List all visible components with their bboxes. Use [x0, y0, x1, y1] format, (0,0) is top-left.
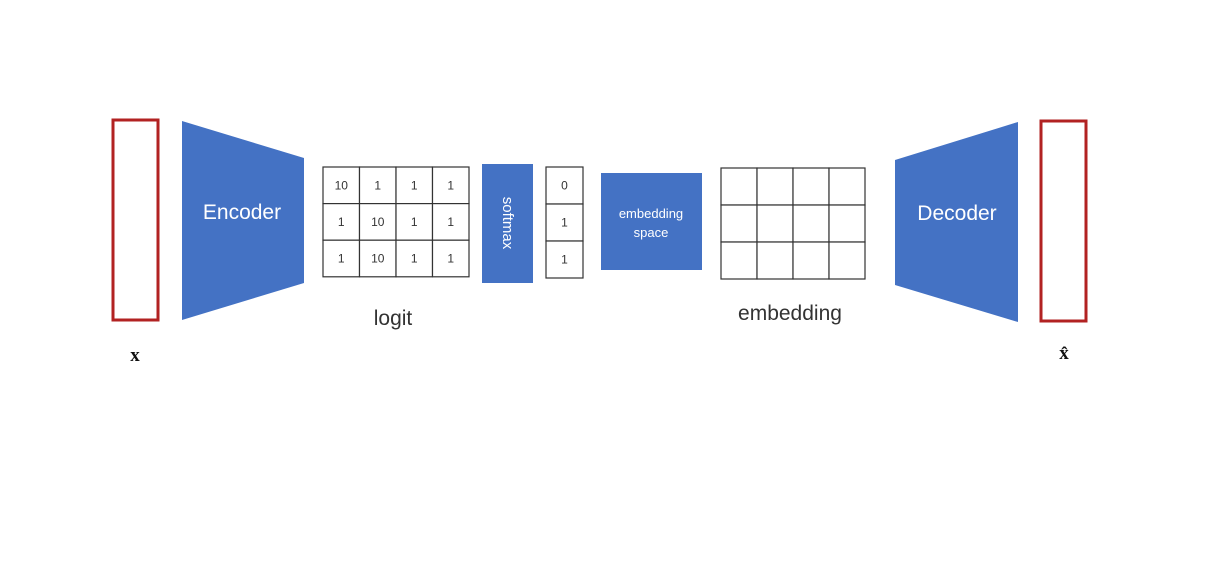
logit-cell [395, 239, 434, 278]
softmax-label: softmax [499, 197, 516, 250]
softmax-block [482, 164, 533, 283]
embedding-caption: embedding [738, 302, 842, 325]
logit-cell [431, 203, 470, 241]
embedding-cell [720, 167, 758, 206]
logit-cell-value: 1 [338, 215, 345, 229]
logit-cell-value: 10 [371, 252, 385, 266]
index-column: 0 1 1 [545, 166, 584, 279]
index-cell [545, 203, 584, 242]
index-cell-value: 1 [561, 216, 568, 230]
embedding-cell [792, 204, 830, 243]
output-label: x̂ [1059, 343, 1069, 364]
embedding-cell [792, 241, 830, 280]
logit-cell-value: 10 [371, 215, 385, 229]
embedding-cell [828, 241, 866, 280]
logit-cell [395, 203, 434, 241]
logit-cell [431, 239, 470, 278]
embedding-cell [828, 204, 866, 243]
embedding-cell [792, 167, 830, 206]
embedding-cell [756, 204, 794, 243]
logit-cell [322, 239, 361, 278]
logit-cell-value: 1 [374, 178, 381, 192]
encoder-block [182, 121, 304, 320]
logit-cell-value: 1 [447, 215, 454, 229]
embedding-cell [756, 167, 794, 206]
logit-cell-value: 1 [411, 178, 418, 192]
index-cell [545, 240, 584, 279]
logit-cell [431, 166, 470, 205]
logit-grid: 10 1 1 1 1 10 1 1 1 10 1 1 [322, 166, 470, 278]
input-label: x [130, 345, 140, 366]
embedding-grid [720, 167, 866, 280]
logit-cell-value: 10 [335, 178, 349, 192]
embedding-cell [756, 241, 794, 280]
logit-caption: logit [374, 307, 413, 330]
embedding-cell [720, 241, 758, 280]
logit-cell-value: 1 [338, 252, 345, 266]
embedding-space-label-line1: embedding [619, 206, 683, 221]
logit-cell-value: 1 [411, 252, 418, 266]
decoder-label: Decoder [917, 202, 996, 225]
logit-cell [358, 239, 397, 278]
encoder-label: Encoder [203, 201, 281, 224]
index-cell-value: 1 [561, 253, 568, 267]
input-box [111, 118, 160, 322]
embedding-cell [828, 167, 866, 206]
logit-cell-value: 1 [411, 215, 418, 229]
embedding-cell [720, 204, 758, 243]
logit-cell [358, 203, 397, 241]
decoder-block [895, 122, 1018, 322]
logit-cell-value: 1 [447, 252, 454, 266]
embedding-space-label-line2: space [634, 225, 669, 240]
output-box [1039, 119, 1088, 323]
index-cell-value: 0 [561, 179, 568, 193]
embedding-space-block [601, 173, 702, 270]
logit-cell-value: 1 [447, 178, 454, 192]
index-cell [545, 166, 584, 205]
